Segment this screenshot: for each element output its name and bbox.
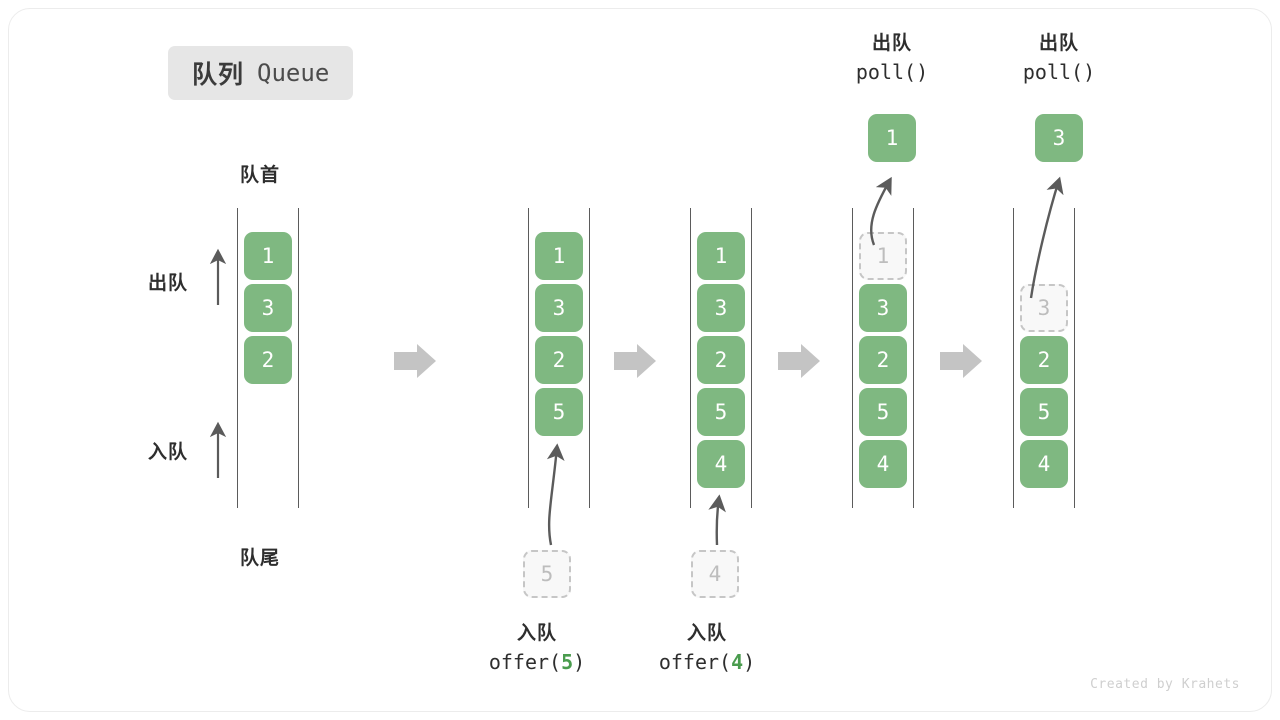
queue-rail-left bbox=[528, 208, 529, 508]
caption-dequeue-3-cn: 出队 bbox=[1038, 33, 1079, 54]
queue-cell: 1 bbox=[535, 232, 583, 280]
caption-enqueue-5-cn: 入队 bbox=[516, 623, 557, 644]
queue-cell: 4 bbox=[859, 440, 907, 488]
queue-rail-left bbox=[852, 208, 853, 508]
queue-cell: 3 bbox=[697, 284, 745, 332]
queue-cell: 3 bbox=[244, 284, 292, 332]
queue-cell: 1 bbox=[244, 232, 292, 280]
queue-rail-right bbox=[589, 208, 590, 508]
title-chinese: 队列 bbox=[192, 61, 245, 89]
caption-dequeue-1: 出队 poll() bbox=[807, 30, 977, 87]
queue-rail-right bbox=[751, 208, 752, 508]
queue-cell: 2 bbox=[535, 336, 583, 384]
title-badge: 队列 Queue bbox=[168, 46, 354, 100]
queue-cell: 5 bbox=[697, 388, 745, 436]
queue-cell: 3 bbox=[535, 284, 583, 332]
queue-cell: 2 bbox=[244, 336, 292, 384]
popped-element-3: 3 bbox=[1035, 114, 1083, 162]
queue-rail-right bbox=[298, 208, 299, 508]
caption-enqueue-4-cn: 入队 bbox=[686, 623, 727, 644]
queue-rail-left bbox=[237, 208, 238, 508]
caption-fn-open: offer( bbox=[488, 649, 562, 674]
diagram-card bbox=[8, 8, 1272, 712]
queue-cell: 5 bbox=[859, 388, 907, 436]
queue-cell-ghost: 3 bbox=[1020, 284, 1068, 332]
queue-rail-left bbox=[690, 208, 691, 508]
watermark-credit: Created by Krahets bbox=[1090, 677, 1240, 692]
queue-rail-left bbox=[1013, 208, 1014, 508]
caption-fn-open: offer( bbox=[658, 649, 732, 674]
dequeue-direction-label: 出队 bbox=[148, 273, 189, 294]
caption-dequeue-3: 出队 poll() bbox=[974, 30, 1144, 87]
caption-fn-value: 5 bbox=[561, 649, 574, 674]
title-english: Queue bbox=[257, 59, 330, 87]
queue-cell: 3 bbox=[859, 284, 907, 332]
queue-cell: 5 bbox=[1020, 388, 1068, 436]
queue-cell: 4 bbox=[1020, 440, 1068, 488]
queue-tail-label: 队尾 bbox=[240, 548, 281, 569]
caption-enqueue-4-code: offer(4) bbox=[622, 648, 792, 677]
enqueue-direction-label: 入队 bbox=[148, 442, 189, 463]
caption-dequeue-3-code: poll() bbox=[1022, 59, 1096, 84]
queue-cell: 2 bbox=[697, 336, 745, 384]
queue-cell-ghost: 1 bbox=[859, 232, 907, 280]
popped-element-1: 1 bbox=[868, 114, 916, 162]
queue-cell: 4 bbox=[697, 440, 745, 488]
queue-head-label: 队首 bbox=[240, 165, 281, 186]
caption-enqueue-4: 入队 offer(4) bbox=[622, 620, 792, 677]
caption-fn-close: ) bbox=[743, 649, 756, 674]
caption-enqueue-5-code: offer(5) bbox=[452, 648, 622, 677]
caption-enqueue-5: 入队 offer(5) bbox=[452, 620, 622, 677]
queue-cell: 2 bbox=[1020, 336, 1068, 384]
caption-fn-value: 4 bbox=[731, 649, 744, 674]
queue-rail-right bbox=[913, 208, 914, 508]
incoming-element-4: 4 bbox=[691, 550, 739, 598]
caption-fn-close: ) bbox=[573, 649, 586, 674]
queue-rail-right bbox=[1074, 208, 1075, 508]
queue-cell: 2 bbox=[859, 336, 907, 384]
queue-cell: 5 bbox=[535, 388, 583, 436]
caption-dequeue-1-cn: 出队 bbox=[871, 33, 912, 54]
queue-cell: 1 bbox=[697, 232, 745, 280]
incoming-element-5: 5 bbox=[523, 550, 571, 598]
caption-dequeue-1-code: poll() bbox=[855, 59, 929, 84]
